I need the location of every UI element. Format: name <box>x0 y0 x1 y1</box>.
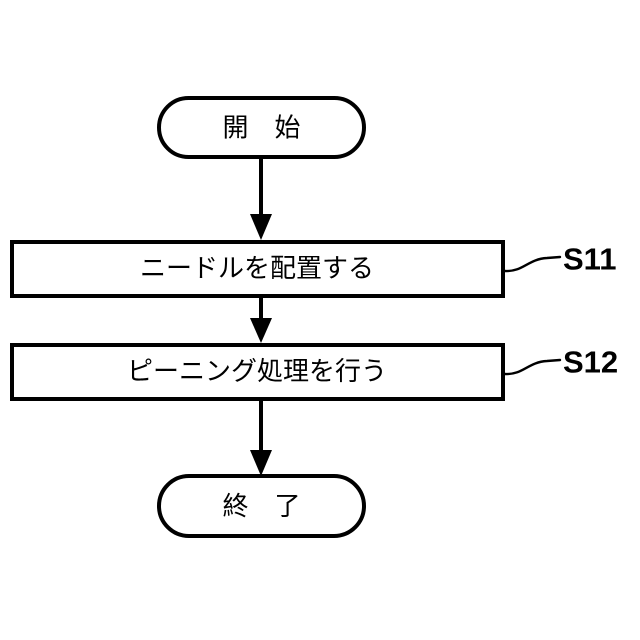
end-terminator-shape <box>157 474 366 538</box>
edge-s12-to-end <box>250 399 272 476</box>
node-s12[interactable]: ピーニング処理を行う <box>10 343 505 401</box>
arrow-head-icon <box>250 450 272 476</box>
arrow-head-icon <box>250 214 272 240</box>
s12-process-label: ピーニング処理を行う <box>127 357 387 387</box>
edge-start-to-s11 <box>250 157 272 240</box>
step-label-group-s12: S12 <box>503 345 618 380</box>
s12-process-shape <box>10 343 505 401</box>
node-s11[interactable]: ニードルを配置する <box>10 240 505 298</box>
start-terminator-label: 開 始 <box>222 114 300 144</box>
end-terminator-label: 終 了 <box>222 492 300 522</box>
s11-process-shape <box>10 240 505 298</box>
node-start[interactable]: 開 始 <box>157 96 366 159</box>
step-label-group-s11: S11 <box>503 242 616 277</box>
s12-step-label: S12 <box>563 345 618 380</box>
s12-leader-line <box>503 358 562 376</box>
arrow-head-icon <box>250 318 272 343</box>
s11-step-label: S11 <box>563 242 616 277</box>
s11-process-label: ニードルを配置する <box>140 254 374 284</box>
s11-leader-line <box>503 255 562 273</box>
edge-s11-to-s12 <box>250 296 272 343</box>
node-end[interactable]: 終 了 <box>157 474 366 538</box>
